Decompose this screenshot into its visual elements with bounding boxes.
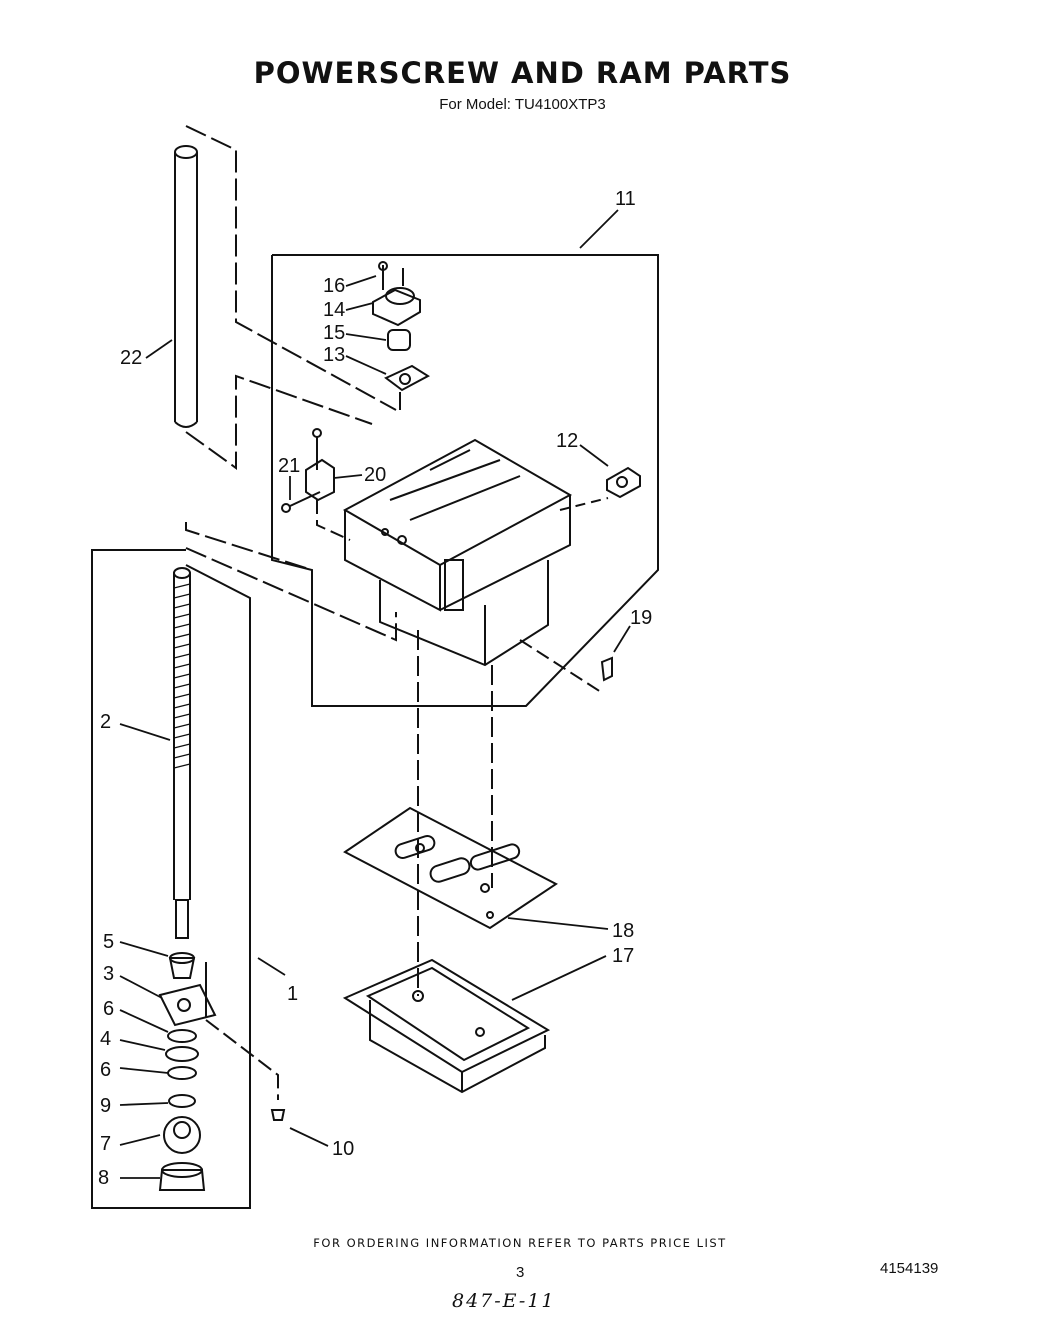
part-22-tube [174, 145, 198, 428]
handwritten-note: 847-E-11 [452, 1290, 556, 1312]
callout-leaders [119, 209, 631, 1179]
assembly-1-outline [91, 549, 251, 1209]
part-17-tray [342, 958, 551, 1094]
model-subtitle: For Model: TU4100XTP3 [439, 96, 606, 113]
callout-9: 9 [100, 1095, 111, 1117]
callout-labels: 1 2 3 4 5 6 6 7 8 9 10 11 12 13 14 15 16… [98, 188, 652, 1189]
callout-17: 17 [612, 945, 634, 967]
document-number: 4154139 [880, 1260, 939, 1277]
callout-11: 11 [615, 188, 636, 210]
tube-bracket-line [185, 125, 397, 411]
part-18-gasket [343, 806, 558, 930]
callout-5: 5 [103, 931, 114, 953]
parts-12-19 [519, 466, 641, 695]
page-title: POWERSCREW AND RAM PARTS [253, 56, 792, 90]
powerscrew-leader [185, 522, 313, 571]
callout-8: 8 [98, 1167, 109, 1189]
callout-20: 20 [364, 464, 386, 486]
callout-21: 21 [278, 455, 300, 477]
parts-13-to-16 [372, 261, 430, 410]
callout-10: 10 [332, 1138, 354, 1160]
tube-bracket-line-lower [185, 374, 373, 470]
callout-14: 14 [323, 299, 345, 321]
page-number: 3 [516, 1264, 525, 1281]
parts-20-21 [281, 428, 351, 541]
callout-4: 4 [100, 1028, 111, 1050]
callout-19: 19 [630, 607, 652, 629]
callout-15: 15 [323, 322, 345, 344]
callout-6a: 6 [103, 998, 114, 1020]
callout-22: 22 [120, 347, 142, 369]
bearing-stack [158, 952, 286, 1191]
assembly-11-outline [271, 254, 659, 707]
callout-6b: 6 [100, 1059, 111, 1081]
callout-13: 13 [323, 344, 345, 366]
ram-housing [342, 438, 573, 667]
callout-3: 3 [103, 963, 114, 985]
callout-2: 2 [100, 711, 111, 733]
screw-thread [173, 583, 191, 769]
ordering-note: FOR ORDERING INFORMATION REFER TO PARTS … [313, 1236, 727, 1250]
callout-18: 18 [612, 920, 634, 942]
callout-16: 16 [323, 275, 345, 297]
callout-7: 7 [100, 1133, 111, 1155]
callout-12: 12 [556, 430, 578, 452]
callout-1: 1 [287, 983, 298, 1005]
part-2-powerscrew [173, 567, 191, 939]
